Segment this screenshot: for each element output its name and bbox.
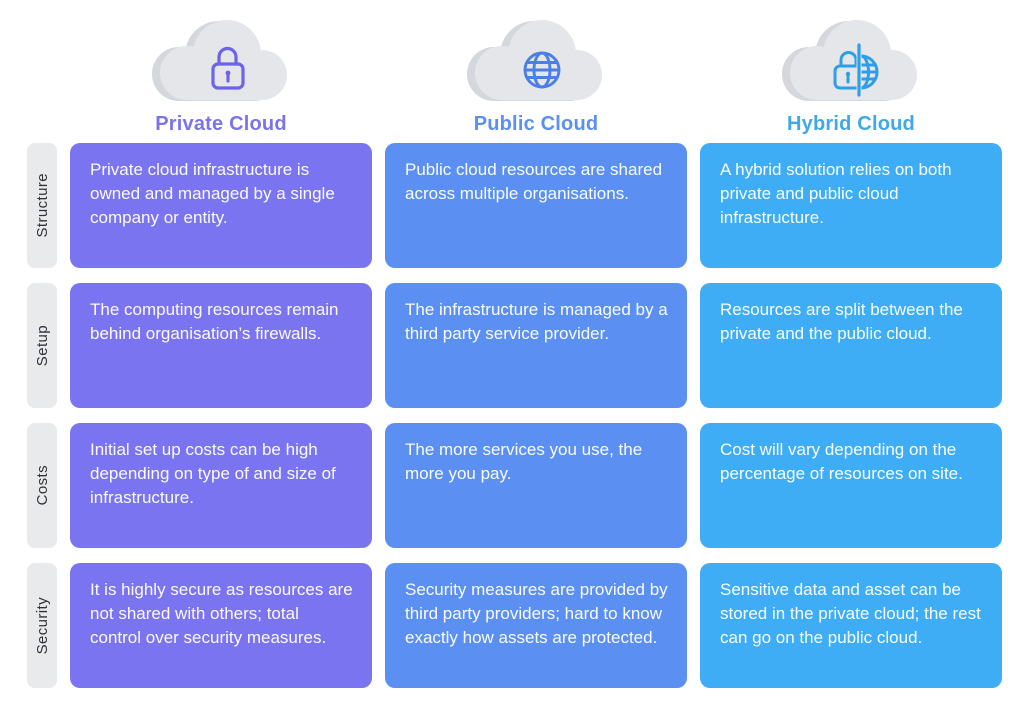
cell-setup-public: The infrastructure is managed by a third… bbox=[385, 283, 687, 408]
cloud-lock-globe-icon bbox=[782, 20, 917, 101]
hybrid-cloud-illustration bbox=[771, 12, 931, 112]
cloud-lock-icon bbox=[152, 20, 287, 101]
globe-icon bbox=[523, 51, 561, 89]
cell-setup-hybrid: Resources are split between the private … bbox=[700, 283, 1002, 408]
cell-security-private: It is highly secure as resources are not… bbox=[70, 563, 372, 688]
column-header-hybrid-cloud: Hybrid Cloud bbox=[700, 12, 1002, 136]
half-lock-icon bbox=[833, 51, 857, 90]
public-cloud-illustration bbox=[456, 12, 616, 112]
column-title-hybrid: Hybrid Cloud bbox=[787, 113, 915, 135]
half-globe-icon bbox=[861, 54, 879, 90]
cell-structure-public: Public cloud resources are shared across… bbox=[385, 143, 687, 268]
column-header-public-cloud: Public Cloud bbox=[385, 12, 687, 136]
cloud-globe-icon bbox=[467, 20, 602, 101]
cell-costs-public: The more services you use, the more you … bbox=[385, 423, 687, 548]
private-cloud-illustration bbox=[141, 12, 301, 112]
column-header-private-cloud: Private Cloud bbox=[70, 12, 372, 136]
row-label-structure: Structure bbox=[27, 143, 57, 268]
cell-structure-private: Private cloud infrastructure is owned an… bbox=[70, 143, 372, 268]
cell-security-public: Security measures are provided by third … bbox=[385, 563, 687, 688]
column-title-private: Private Cloud bbox=[155, 113, 287, 135]
cell-costs-hybrid: Cost will vary depending on the percenta… bbox=[700, 423, 1002, 548]
row-label-setup: Setup bbox=[27, 283, 57, 408]
row-label-costs: Costs bbox=[27, 423, 57, 548]
column-title-public: Public Cloud bbox=[473, 113, 599, 135]
cell-setup-private: The computing resources remain behind or… bbox=[70, 283, 372, 408]
cell-structure-hybrid: A hybrid solution relies on both private… bbox=[700, 143, 1002, 268]
lock-globe-icon bbox=[833, 43, 879, 97]
comparison-table: Structure Private cloud infrastructure i… bbox=[27, 143, 1002, 688]
lock-icon bbox=[211, 46, 245, 90]
column-headers: Private Cloud bbox=[70, 12, 1002, 136]
cell-security-hybrid: Sensitive data and asset can be stored i… bbox=[700, 563, 1002, 688]
cell-costs-private: Initial set up costs can be high dependi… bbox=[70, 423, 372, 548]
row-label-security: Security bbox=[27, 563, 57, 688]
